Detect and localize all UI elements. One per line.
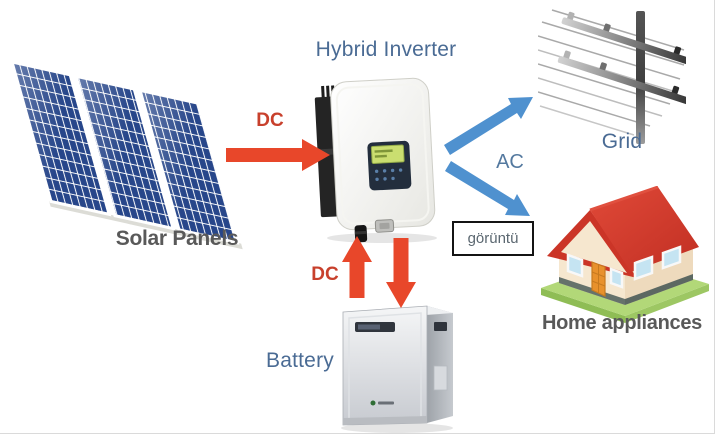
solar-panels-icon [9,59,243,250]
hybrid-inverter-icon [314,77,437,243]
home-appliances-icon [541,186,709,323]
ac-arrow-inverter-to-grid [444,97,533,155]
goruntu-overlay-box: görüntü [452,221,534,256]
dc-label-battery: DC [311,264,339,285]
goruntu-overlay-text: görüntü [467,230,519,247]
hybrid-inverter-label: Hybrid Inverter [315,38,457,61]
home-appliances-label: Home appliances [541,312,702,334]
battery-label: Battery [266,349,334,372]
grid-icon [538,9,686,144]
solar-panels-label: Solar Panels [115,227,239,250]
grid-label: Grid [601,130,643,153]
dc-arrow-inverter-to-battery [386,238,416,308]
dc-label-solar: DC [256,110,284,131]
ac-label: AC [496,151,524,173]
battery-icon [341,305,453,433]
